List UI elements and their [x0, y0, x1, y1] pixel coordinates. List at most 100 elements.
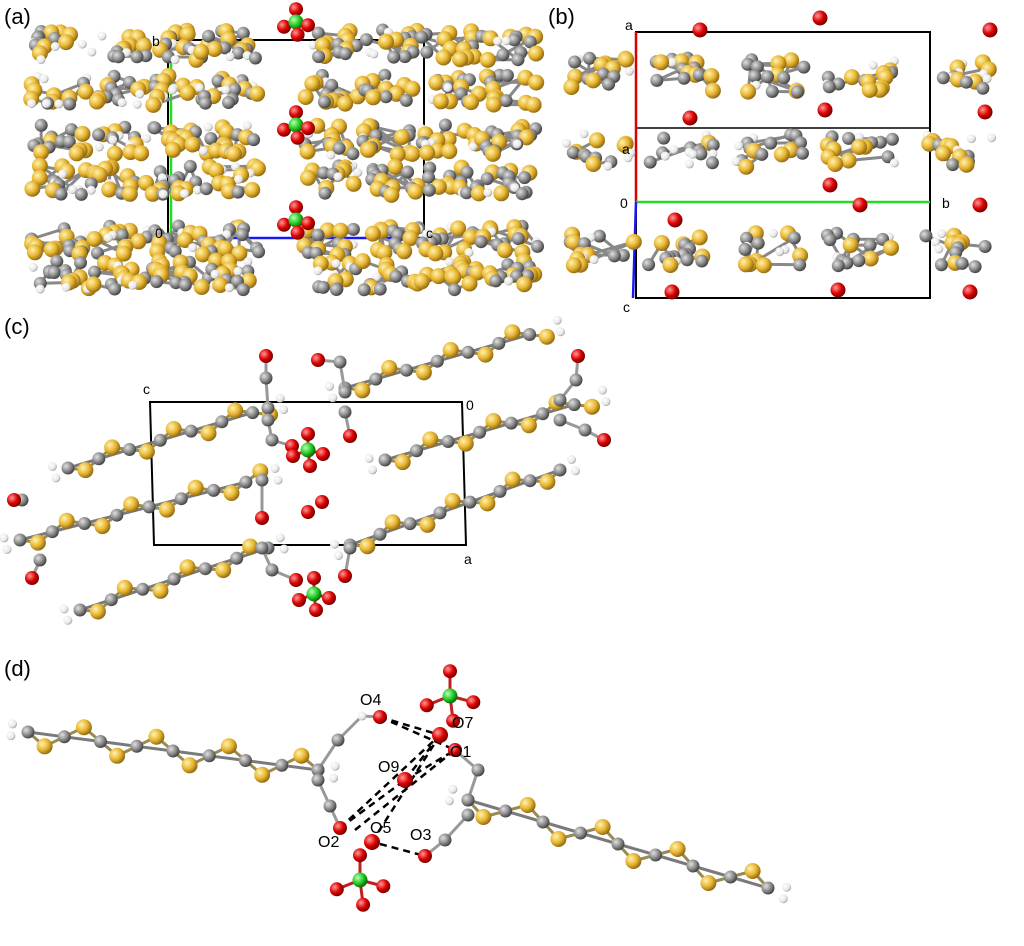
atom-sphere — [962, 284, 978, 300]
atom-sphere — [565, 234, 582, 251]
atom-sphere — [625, 233, 642, 250]
atom-sphere — [217, 240, 234, 257]
atom-sphere — [168, 244, 182, 258]
atom-sphere — [224, 283, 234, 293]
atom-sphere — [61, 282, 71, 292]
atom-sphere — [261, 413, 275, 427]
atom-sphere — [243, 257, 253, 267]
atom-sphere — [354, 253, 371, 270]
atom-sphere — [372, 272, 381, 282]
atom-sphere — [705, 156, 719, 170]
atom-sphere — [239, 475, 253, 489]
atom-sphere — [623, 153, 633, 163]
atom-sphere — [460, 165, 474, 179]
atom-sphere — [352, 872, 368, 888]
atom-sphere — [312, 50, 326, 64]
atom-sphere — [946, 158, 960, 172]
panel-a-donor — [24, 157, 94, 201]
panel-d-o5 — [364, 834, 380, 850]
atom-sphere — [700, 875, 717, 891]
atom-sphere — [567, 398, 581, 412]
atom-sphere — [231, 185, 245, 199]
panel-a-donor — [145, 67, 209, 113]
atom-sphere — [275, 533, 285, 543]
panel-c-arm — [311, 353, 352, 399]
panel-d-donor-left — [6, 719, 340, 783]
panel-b-oxygen — [982, 22, 998, 38]
atom-sphere — [492, 336, 506, 350]
atom-sphere — [289, 573, 303, 587]
panel-b-donor — [820, 226, 899, 273]
panel-b-oxygen — [664, 284, 680, 300]
atom-sphere — [63, 615, 73, 625]
atom-sphere — [206, 41, 223, 57]
atom-sphere — [793, 258, 807, 272]
atom-sphere — [338, 569, 352, 583]
atom-sphere — [738, 242, 752, 256]
atom-sphere — [740, 231, 753, 245]
atom-sphere — [499, 94, 513, 108]
atom-sphere — [300, 169, 316, 186]
atom-sphere — [475, 809, 492, 825]
panel-b-donor — [563, 50, 635, 95]
atom-sphere — [823, 233, 837, 247]
atom-sphere — [184, 424, 198, 438]
atom-sphere — [97, 31, 107, 41]
hydrogen-bond-lines — [339, 715, 456, 858]
atom-sphere — [485, 145, 501, 162]
atom-sphere — [624, 66, 634, 76]
atom-sphere — [770, 55, 787, 72]
atom-sphere — [58, 512, 75, 529]
panel-c-arm — [338, 541, 357, 583]
atom-sphere — [198, 562, 212, 576]
atom-sphere — [764, 136, 778, 150]
atom-sphere — [57, 730, 71, 744]
atom-sphere — [680, 253, 694, 267]
atom-sphere — [496, 242, 513, 259]
atom-sphere — [292, 593, 306, 607]
atom-sphere — [504, 471, 521, 488]
panel-b-oxygen — [830, 282, 846, 298]
atom-sphere — [36, 738, 53, 755]
atom-sphere — [611, 837, 625, 851]
atom-sphere — [420, 45, 434, 59]
atom-sphere — [192, 185, 202, 195]
panel-b-oxygen — [962, 284, 978, 300]
atom-sphere — [706, 138, 720, 152]
atom-sphere — [230, 551, 244, 565]
panel-a-donor — [354, 253, 426, 297]
atom-sphere — [567, 455, 576, 464]
atom-sphere — [959, 75, 973, 89]
atom-label-o1: O1 — [450, 744, 471, 761]
atom-sphere — [616, 137, 633, 153]
atom-sphere — [585, 156, 602, 172]
atom-sphere — [244, 181, 261, 198]
atom-sphere — [694, 147, 708, 161]
atom-sphere — [54, 187, 68, 201]
atom-sphere — [539, 473, 556, 490]
atom-sphere — [703, 68, 720, 84]
atom-sphere — [33, 144, 50, 161]
atom-sphere — [326, 150, 336, 160]
atom-sphere — [755, 257, 772, 274]
atom-sphere — [21, 725, 35, 739]
atom-sphere — [74, 187, 88, 201]
atom-sphere — [460, 186, 473, 200]
panel-b-donor — [642, 229, 711, 273]
atom-sphere — [704, 82, 721, 99]
atom-sphere — [667, 212, 683, 228]
atom-sphere — [290, 130, 305, 145]
atom-sphere — [304, 75, 321, 92]
panel-d-arm-o4 — [311, 710, 387, 777]
atom-sphere — [976, 81, 990, 95]
panel-a-donor — [427, 70, 487, 111]
atom-sphere — [277, 19, 291, 34]
atom-sphere — [523, 328, 537, 341]
atom-sphere — [378, 453, 392, 467]
atom-sphere — [592, 229, 606, 243]
panel-a-donor — [480, 162, 538, 202]
atom-sphere — [919, 229, 933, 243]
atom-sphere — [797, 60, 811, 74]
atom-sphere — [204, 132, 218, 145]
atom-sphere — [691, 229, 708, 246]
